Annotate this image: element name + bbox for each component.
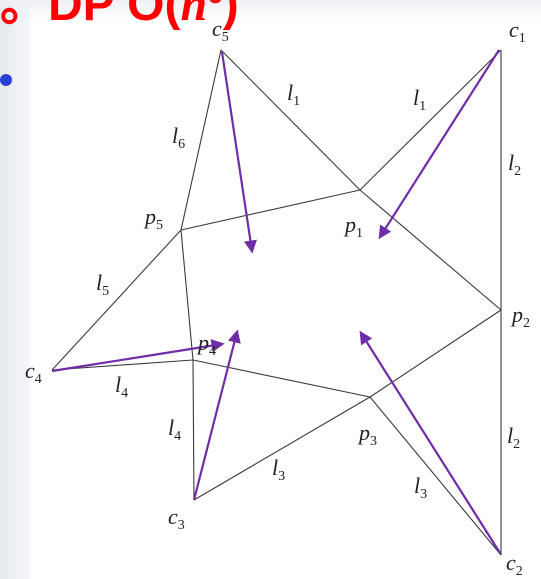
vertex-labels: c5 c1 p1 p5 p2 p4 c4 p3 c3 c2 [25,16,530,579]
slide-top-band [0,0,541,20]
label-c5: c5 [212,16,229,45]
label-l4-bottom: l4 [168,415,181,444]
label-l6: l6 [172,123,185,152]
edge-c5-p1 [220,49,361,191]
label-c2: c2 [506,550,523,579]
arrows [51,49,501,554]
edge-c4-p5 [51,229,182,371]
arrow-c5 [220,51,257,254]
label-l3-right: l3 [414,473,427,502]
edge-p5-c5 [180,49,222,231]
slide-left-band [0,0,30,579]
label-l1-right: l1 [413,85,426,114]
slide-heading: 。DP O(n6) [0,0,239,31]
label-p3: p3 [357,420,377,449]
arrow-c1 [378,49,500,240]
label-l4-left: l4 [115,372,128,401]
edge-p3-p4 [192,359,371,398]
edge-p1-c1 [359,49,502,191]
label-p2: p2 [510,302,530,331]
edge-p5-p1 [180,189,361,231]
arrow-c3 [192,329,241,501]
edge-c3-p4 [192,359,195,501]
label-c1: c1 [509,17,526,46]
edge-p2-p3 [369,309,502,398]
label-l3-mid: l3 [272,455,285,484]
edge-c2-p3 [369,396,502,556]
bullet-point [0,74,12,86]
arrow-c4 [51,339,225,373]
edge-labels: l1 l1 l6 l2 l5 l4 l4 l2 l3 l3 [96,80,521,502]
label-c3: c3 [168,504,185,533]
arrow-c2 [359,330,501,554]
label-l2-bottom: l2 [507,423,520,452]
label-l2-top: l2 [508,150,521,179]
label-p5: p5 [143,204,163,233]
label-p4: p4 [196,330,216,359]
label-l1-left: l1 [287,80,300,109]
outer-polygon [51,49,502,556]
label-l5: l5 [96,270,109,299]
label-c4: c4 [25,358,42,387]
edge-p1-p2 [359,189,502,311]
edge-p3-c3 [193,396,371,501]
edge-p4-p5 [180,229,194,361]
label-p1: p1 [343,212,363,241]
inner-pentagon [180,189,502,398]
